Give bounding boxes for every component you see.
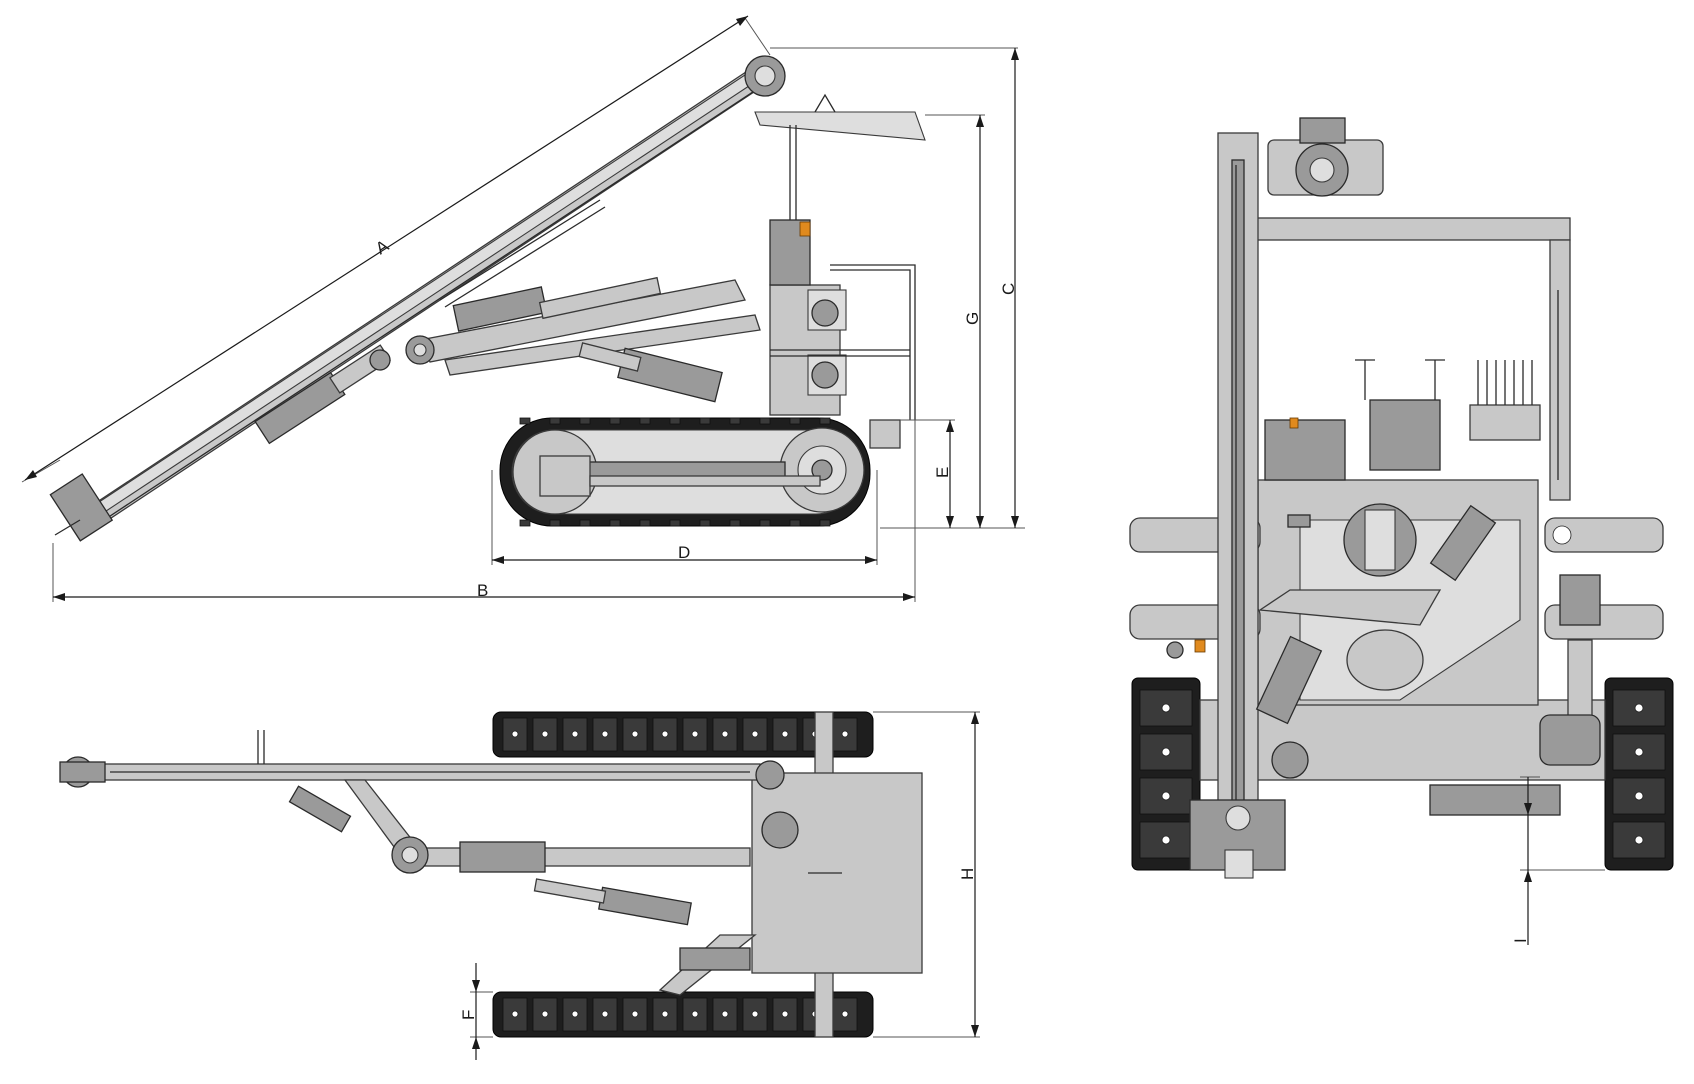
label-i: I xyxy=(1511,938,1530,943)
label-d: D xyxy=(678,543,690,562)
front-track-left xyxy=(1131,677,1201,871)
front-track-right xyxy=(1604,677,1674,871)
front-control-valves xyxy=(1264,359,1541,481)
label-e: E xyxy=(933,467,952,478)
side-view: A B D C G xyxy=(21,15,1025,602)
label-b: B xyxy=(477,581,488,600)
label-f: F xyxy=(459,1010,478,1020)
front-view: I xyxy=(1129,117,1674,945)
front-rotation-head xyxy=(1267,117,1384,197)
top-view: H F xyxy=(59,711,980,1060)
top-track-lower xyxy=(492,991,874,1038)
front-canopy-frame xyxy=(1239,217,1571,501)
front-outrigger-upper-right xyxy=(1544,517,1664,553)
label-c: C xyxy=(999,283,1018,295)
side-dimensions: A B D C G xyxy=(21,15,1025,602)
front-boom-cylinders xyxy=(1166,503,1601,766)
front-dimensions: I xyxy=(1511,776,1605,945)
side-mast xyxy=(49,55,786,542)
top-boom xyxy=(288,779,799,996)
label-g: G xyxy=(963,312,982,325)
side-boom xyxy=(369,276,761,403)
top-dimensions: H F xyxy=(459,711,980,1060)
side-crawler xyxy=(499,417,901,527)
side-body xyxy=(769,219,916,420)
label-h: H xyxy=(958,868,977,880)
front-mast xyxy=(1189,132,1286,879)
top-mast xyxy=(59,730,785,790)
